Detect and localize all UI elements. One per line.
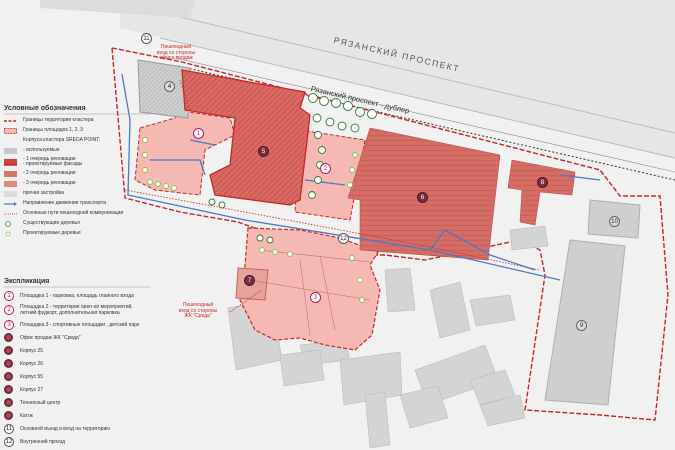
building-dot-icon: [4, 333, 13, 342]
legend-item-cluster-boundary: Границы территории кластера: [4, 116, 154, 125]
tree-new-icon: [5, 231, 11, 236]
legend-title: Условные обозначения: [4, 105, 86, 112]
expl-item-5: Корпус 25: [4, 344, 154, 357]
existing-trees: [208, 93, 377, 244]
expl-item-2: 2 Площадка 2 - территория open-air мероп…: [4, 302, 154, 318]
other-buildings: [227, 225, 549, 449]
annotation-zhk: Пешеходный вход со стороны ЖК "Среда": [178, 302, 218, 319]
site-swatch-icon: [4, 127, 17, 134]
building-dot-icon: [4, 385, 13, 394]
legend-item-pedestrian: Основные пути пешеходной коммуникации: [4, 209, 154, 218]
road-edge: [159, 37, 675, 159]
building-5: [181, 69, 311, 206]
dashed-red-line-icon: [4, 119, 17, 122]
marker-10[interactable]: 10: [609, 216, 620, 227]
arrow-right-icon: [4, 201, 17, 206]
building-dot-icon: [4, 346, 13, 355]
legend-item-existing-trees: Существующие деревья: [4, 219, 154, 228]
legend-item-reno2: - 2 очередь реновации: [4, 169, 154, 178]
site-1: [134, 109, 236, 196]
marker-5[interactable]: 5: [258, 146, 269, 157]
legend-item-site-boundary: Границы площадок 1, 2, 3: [4, 126, 154, 135]
site-number-icon: 3: [4, 319, 14, 330]
expl-item-10: Каток: [4, 409, 154, 422]
expl-item-7: Корпус 55: [4, 370, 154, 383]
legend-item-reno1: - 1 очередь реновации- проектируемые фас…: [4, 156, 154, 168]
dotted-red-line-icon: [4, 213, 17, 214]
expl-item-8: Корпус 27: [4, 383, 154, 396]
marker-12[interactable]: 12: [338, 233, 349, 244]
building-dot-icon: [4, 372, 13, 381]
expl-item-3: 3 Площадка 3 - спортивные площадки , дет…: [4, 318, 154, 331]
driveway-number-icon: 12: [4, 436, 14, 447]
annotation-office: Пешеходный вход со стороны офиса продаж: [156, 44, 196, 61]
legend-item-reno3: - 3 очередь реновации: [4, 179, 154, 188]
marker-3[interactable]: 3: [310, 292, 321, 303]
other-swatch-icon: [4, 190, 17, 197]
site-number-icon: 1: [4, 290, 14, 301]
expl-item-6: Корпус 26: [4, 357, 154, 370]
entrance-number-icon: 11: [4, 423, 14, 434]
marker-8[interactable]: 8: [537, 177, 548, 188]
explication: Экспликация 1 Площадка 1 - парковка, пло…: [4, 278, 154, 448]
used-swatch-icon: [4, 147, 17, 154]
reno2-swatch-icon: [4, 170, 17, 177]
marker-11[interactable]: 11: [141, 33, 152, 44]
pedestrian-paths: [124, 79, 541, 313]
legend-item-traffic: Направление движения транспорта: [4, 199, 154, 208]
explication-title: Экспликация: [4, 278, 50, 285]
marker-4[interactable]: 4: [164, 81, 175, 92]
expl-item-11: 11 Основной въезд и вход на территорию: [4, 423, 110, 434]
tree-existing-icon: [5, 220, 11, 227]
building-dot-icon: [4, 411, 13, 420]
building-dot-icon: [4, 398, 13, 407]
legend-item-used: - используемые: [4, 146, 154, 155]
reno3-swatch-icon: [4, 180, 17, 187]
expl-item-1: 1 Площадка 1 - парковка, площадь главног…: [4, 289, 154, 302]
expl-item-12: 12 Внутренний проезд: [4, 436, 65, 447]
new-trees: [142, 137, 365, 303]
marker-1[interactable]: 1: [193, 128, 204, 139]
reno1-swatch-icon: [4, 159, 17, 166]
traffic-paths: [121, 73, 601, 281]
site-number-icon: 2: [4, 305, 14, 315]
marker-7[interactable]: 7: [244, 275, 255, 286]
road-ryazansky-prospekt: [120, 0, 675, 158]
dubler-road-line: [174, 57, 675, 173]
marker-2[interactable]: 2: [320, 163, 331, 174]
legend-item-other: прочая застройка: [4, 189, 154, 198]
building-dot-icon: [4, 359, 13, 368]
expl-item-9: Теннисный центр: [4, 396, 154, 409]
expl-item-4: Офис продаж ЖК "Среда": [4, 331, 154, 344]
legend-item-buildings-header: Корпуса кластера SREDA POINT:: [23, 137, 101, 143]
legend-item-new-trees: Проектируемые деревья: [4, 229, 154, 238]
building-8: [507, 159, 576, 226]
site-3: [239, 227, 381, 351]
marker-9[interactable]: 9: [576, 320, 587, 331]
marker-6[interactable]: 6: [417, 192, 428, 203]
legend: Условные обозначения Границы территории …: [4, 105, 154, 239]
road-edge: [149, 9, 675, 134]
top-grey-block: [40, 0, 195, 18]
